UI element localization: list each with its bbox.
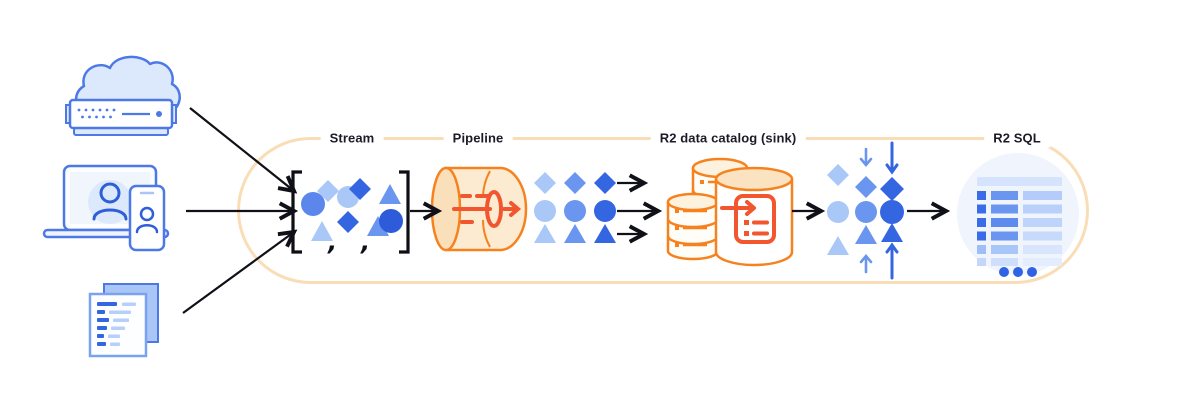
db-cylinder-main <box>714 166 794 267</box>
phone <box>128 184 166 252</box>
bracket-right <box>399 170 410 254</box>
db-cylinder-front-left <box>666 192 720 261</box>
flow-through-glyph <box>452 190 522 228</box>
stage-label-catalog: R2 data catalog (sink) <box>650 128 806 148</box>
laptop-phone-icon <box>42 164 170 252</box>
bracketed-records-icon: , , <box>291 170 410 256</box>
documents-icon <box>88 283 159 358</box>
table-rows <box>977 191 1062 266</box>
bracket-left <box>291 170 302 254</box>
sorted-records-icon <box>534 172 616 243</box>
schema-write-glyph <box>720 194 776 244</box>
compact-arrows-medium <box>859 147 873 274</box>
record-separator: , <box>360 228 370 256</box>
record-separator: , <box>327 228 337 256</box>
server-vent-dots <box>77 108 116 119</box>
stage-label-sql: R2 SQL <box>984 128 1050 148</box>
stage-label-pipeline: Pipeline <box>443 128 513 148</box>
results-table-icon <box>957 153 1079 277</box>
database-cylinders-icon <box>666 157 794 267</box>
ellipsis-dots <box>999 267 1037 277</box>
stage-label-stream: Stream <box>320 128 384 148</box>
table-header-row <box>977 177 1062 186</box>
pipeline-tube-icon <box>430 166 528 252</box>
converging-shapes-icon <box>827 141 904 280</box>
compact-arrows-dark <box>885 141 899 280</box>
document-text-lines <box>97 302 136 346</box>
cloud-server-icon <box>65 55 181 136</box>
